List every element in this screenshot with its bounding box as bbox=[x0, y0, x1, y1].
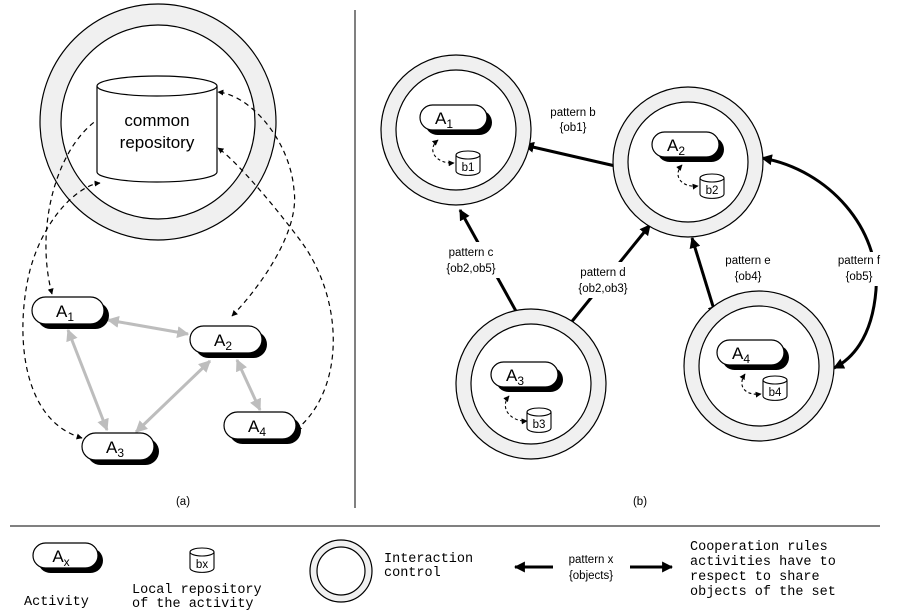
activity-a1[interactable]: A1 bbox=[31, 296, 109, 329]
link-a4-repo bbox=[217, 147, 334, 431]
node-a4-letter: A bbox=[732, 344, 744, 363]
activity-a4-letter: A bbox=[248, 417, 260, 436]
repository-links bbox=[22, 89, 334, 440]
pattern-e-name: pattern e bbox=[725, 255, 770, 267]
activity-a3-letter: A bbox=[106, 438, 118, 457]
node-a3-sub: 3 bbox=[517, 374, 524, 388]
common-repository-icon: common repository bbox=[96, 75, 218, 183]
pattern-b-arrow bbox=[522, 141, 626, 172]
caption-b: (b) bbox=[633, 496, 647, 508]
node-a2-letter: A bbox=[667, 136, 679, 155]
node-a2-repo-label: b2 bbox=[706, 185, 719, 197]
activity-a2-sub: 2 bbox=[225, 339, 232, 353]
pattern-d-objects: {ob2,ob3} bbox=[578, 283, 627, 295]
node-a3-repo: b3 bbox=[526, 407, 552, 433]
node-a1-repo: b1 bbox=[455, 150, 481, 176]
link-a2-a4 bbox=[235, 358, 262, 412]
activity-a1-letter: A bbox=[56, 302, 68, 321]
legend-rules-line1: Cooperation rules bbox=[690, 540, 828, 555]
node-a1[interactable]: A1 b1 bbox=[380, 54, 532, 206]
node-a1-repo-label: b1 bbox=[462, 162, 475, 174]
link-a1-repo bbox=[45, 119, 98, 295]
node-a1-activity: A1 bbox=[419, 104, 492, 135]
pattern-b-objects: {ob1} bbox=[560, 122, 587, 134]
legend-pattern-name: pattern x bbox=[569, 554, 614, 566]
node-a3-letter: A bbox=[506, 366, 518, 385]
link-a3-a2 bbox=[134, 359, 212, 434]
legend-repository: bx Local repository of the activity bbox=[132, 547, 262, 612]
node-a2-activity: A2 bbox=[651, 131, 724, 162]
node-a3[interactable]: A3 b3 bbox=[455, 308, 607, 460]
node-a1-sub: 1 bbox=[446, 117, 453, 131]
legend-activity-sub: x bbox=[64, 555, 70, 569]
node-a2-sub: 2 bbox=[678, 144, 685, 158]
repository-label-line1: common bbox=[124, 111, 189, 130]
node-a4-activity: A4 bbox=[716, 339, 789, 370]
pattern-f-name: pattern f bbox=[838, 255, 881, 267]
activity-a1-sub: 1 bbox=[67, 310, 74, 324]
legend-repo-desc-line2: of the activity bbox=[132, 597, 254, 612]
legend-activity-label: Activity bbox=[24, 595, 89, 610]
pattern-c-name: pattern c bbox=[449, 247, 494, 259]
node-a3-repo-label: b3 bbox=[533, 419, 546, 431]
panel-a: common repository A1 A2 bbox=[22, 3, 334, 508]
legend-rules-line3: respect to share bbox=[690, 570, 820, 585]
link-a3-repo bbox=[22, 180, 101, 440]
legend-rules-line2: activities have to bbox=[690, 555, 836, 570]
pattern-d-name: pattern d bbox=[580, 267, 625, 279]
pattern-f-label: pattern f {ob5} bbox=[828, 252, 890, 286]
legend-control-line2: control bbox=[384, 566, 441, 581]
node-a3-activity: A3 bbox=[490, 361, 563, 392]
activity-a4[interactable]: A4 bbox=[223, 411, 301, 444]
caption-a: (a) bbox=[176, 496, 190, 508]
node-a4-repo-label: b4 bbox=[769, 387, 782, 399]
pattern-b-label: pattern b {ob1} bbox=[550, 107, 595, 134]
pattern-e-arrow bbox=[689, 236, 719, 318]
panel-b: A1 b1 A2 b2 bbox=[380, 54, 890, 508]
legend-cooperation-rules: Cooperation rules activities have to res… bbox=[690, 540, 836, 600]
node-a4-sub: 4 bbox=[743, 352, 750, 366]
node-a1-letter: A bbox=[435, 109, 447, 128]
svg-text:Ax: Ax bbox=[52, 547, 69, 569]
activity-a3-sub: 3 bbox=[117, 446, 124, 460]
legend: Ax Activity bx Local repository of the a… bbox=[24, 539, 836, 612]
pattern-c-label: pattern c {ob2,ob5} bbox=[436, 242, 508, 278]
legend-activity-letter: A bbox=[52, 547, 64, 566]
activity-a2-letter: A bbox=[214, 331, 226, 350]
svg-text:A1: A1 bbox=[435, 109, 453, 131]
node-a4-repo: b4 bbox=[762, 375, 788, 401]
svg-text:A1: A1 bbox=[56, 302, 74, 324]
svg-text:A2: A2 bbox=[667, 136, 685, 158]
activity-a2[interactable]: A2 bbox=[189, 325, 267, 358]
legend-rules-line4: objects of the set bbox=[690, 585, 836, 600]
pattern-c-objects: {ob2,ob5} bbox=[446, 263, 495, 275]
svg-text:A3: A3 bbox=[506, 366, 524, 388]
pattern-e-objects: {ob4} bbox=[735, 271, 762, 283]
activity-a3[interactable]: A3 bbox=[81, 432, 159, 465]
legend-pattern-objects: {objects} bbox=[569, 570, 613, 582]
pattern-f-objects: {ob5} bbox=[846, 271, 873, 283]
repository-label-line2: repository bbox=[120, 133, 195, 152]
node-a2[interactable]: A2 b2 bbox=[612, 86, 764, 238]
svg-text:A4: A4 bbox=[248, 417, 266, 439]
activity-interactions bbox=[66, 315, 262, 434]
legend-repo-desc-line1: Local repository bbox=[132, 583, 262, 598]
node-a4[interactable]: A4 b4 bbox=[683, 290, 835, 442]
legend-interaction-control: Interaction control bbox=[309, 539, 473, 603]
legend-repo-label: bx bbox=[196, 559, 208, 571]
node-a2-repo: b2 bbox=[699, 173, 725, 199]
activity-a4-sub: 4 bbox=[259, 425, 266, 439]
svg-text:A2: A2 bbox=[214, 331, 232, 353]
svg-text:A4: A4 bbox=[732, 344, 750, 366]
link-a1-a3 bbox=[66, 328, 109, 432]
link-a1-a2 bbox=[106, 315, 190, 339]
svg-text:A3: A3 bbox=[106, 438, 124, 460]
legend-activity: Ax Activity bbox=[24, 542, 103, 610]
pattern-e-label: pattern e {ob4} bbox=[718, 252, 778, 286]
pattern-d-label: pattern d {ob2,ob3} bbox=[564, 262, 642, 298]
legend-control-line1: Interaction bbox=[384, 552, 473, 567]
legend-pattern: pattern x {objects} bbox=[513, 554, 674, 582]
pattern-b-name: pattern b bbox=[550, 107, 595, 119]
